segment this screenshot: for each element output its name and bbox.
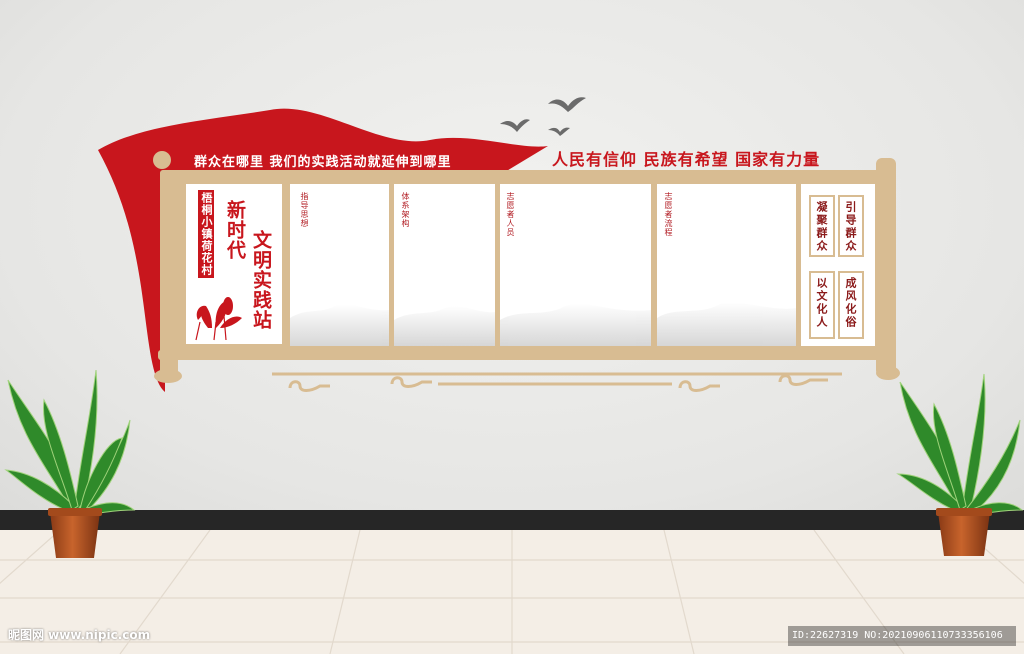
panel-caption-3: 志愿者人员 (506, 192, 515, 237)
panel-caption-2: 体系架构 (401, 192, 410, 228)
banner-left-slogan: 群众在哪里 我们的实践活动就延伸到哪里 (194, 155, 452, 170)
plaque-text-2: 引导群众 (844, 201, 857, 253)
tile-floor (0, 530, 1024, 654)
cloud-rail-decoration (272, 372, 842, 392)
red-flag-shape (98, 108, 548, 392)
panel-caption-1: 指导思想 (300, 192, 309, 228)
ink-mountains (290, 302, 796, 346)
floor-tile-lines (0, 530, 1024, 654)
intro-slogan-line1: 新时代 (224, 200, 246, 260)
watermark-id: ID:22627319 NO:20210906110733356106 (788, 626, 1016, 646)
village-name-tag: 梧桐小镇荷花村 (198, 190, 214, 278)
rail-knob-left (153, 151, 171, 169)
left-potted-plant (4, 369, 136, 558)
plaque-frames (809, 195, 864, 339)
flying-birds (500, 97, 586, 136)
banner-right-slogan: 人民有信仰 民族有希望 国家有力量 (552, 150, 821, 169)
skirting-board (0, 510, 1024, 530)
lotus-illustration (195, 297, 242, 341)
watermark-site: 昵图网 www.nipic.com (8, 628, 151, 642)
plaque-text-4: 成风化俗 (844, 277, 857, 329)
right-potted-plant (896, 373, 1024, 556)
plaque-text-3: 以文化人 (815, 277, 828, 329)
rail-post-left (160, 170, 178, 376)
rail-end-right (876, 366, 900, 380)
rail-post-right (876, 158, 896, 376)
rail-end-left (154, 369, 182, 383)
panel-caption-4: 志愿者流程 (664, 192, 673, 237)
plaque-text-1: 凝聚群众 (815, 201, 828, 253)
bottom-rail (158, 350, 888, 360)
intro-slogan-line2: 文明实践站 (250, 230, 272, 330)
